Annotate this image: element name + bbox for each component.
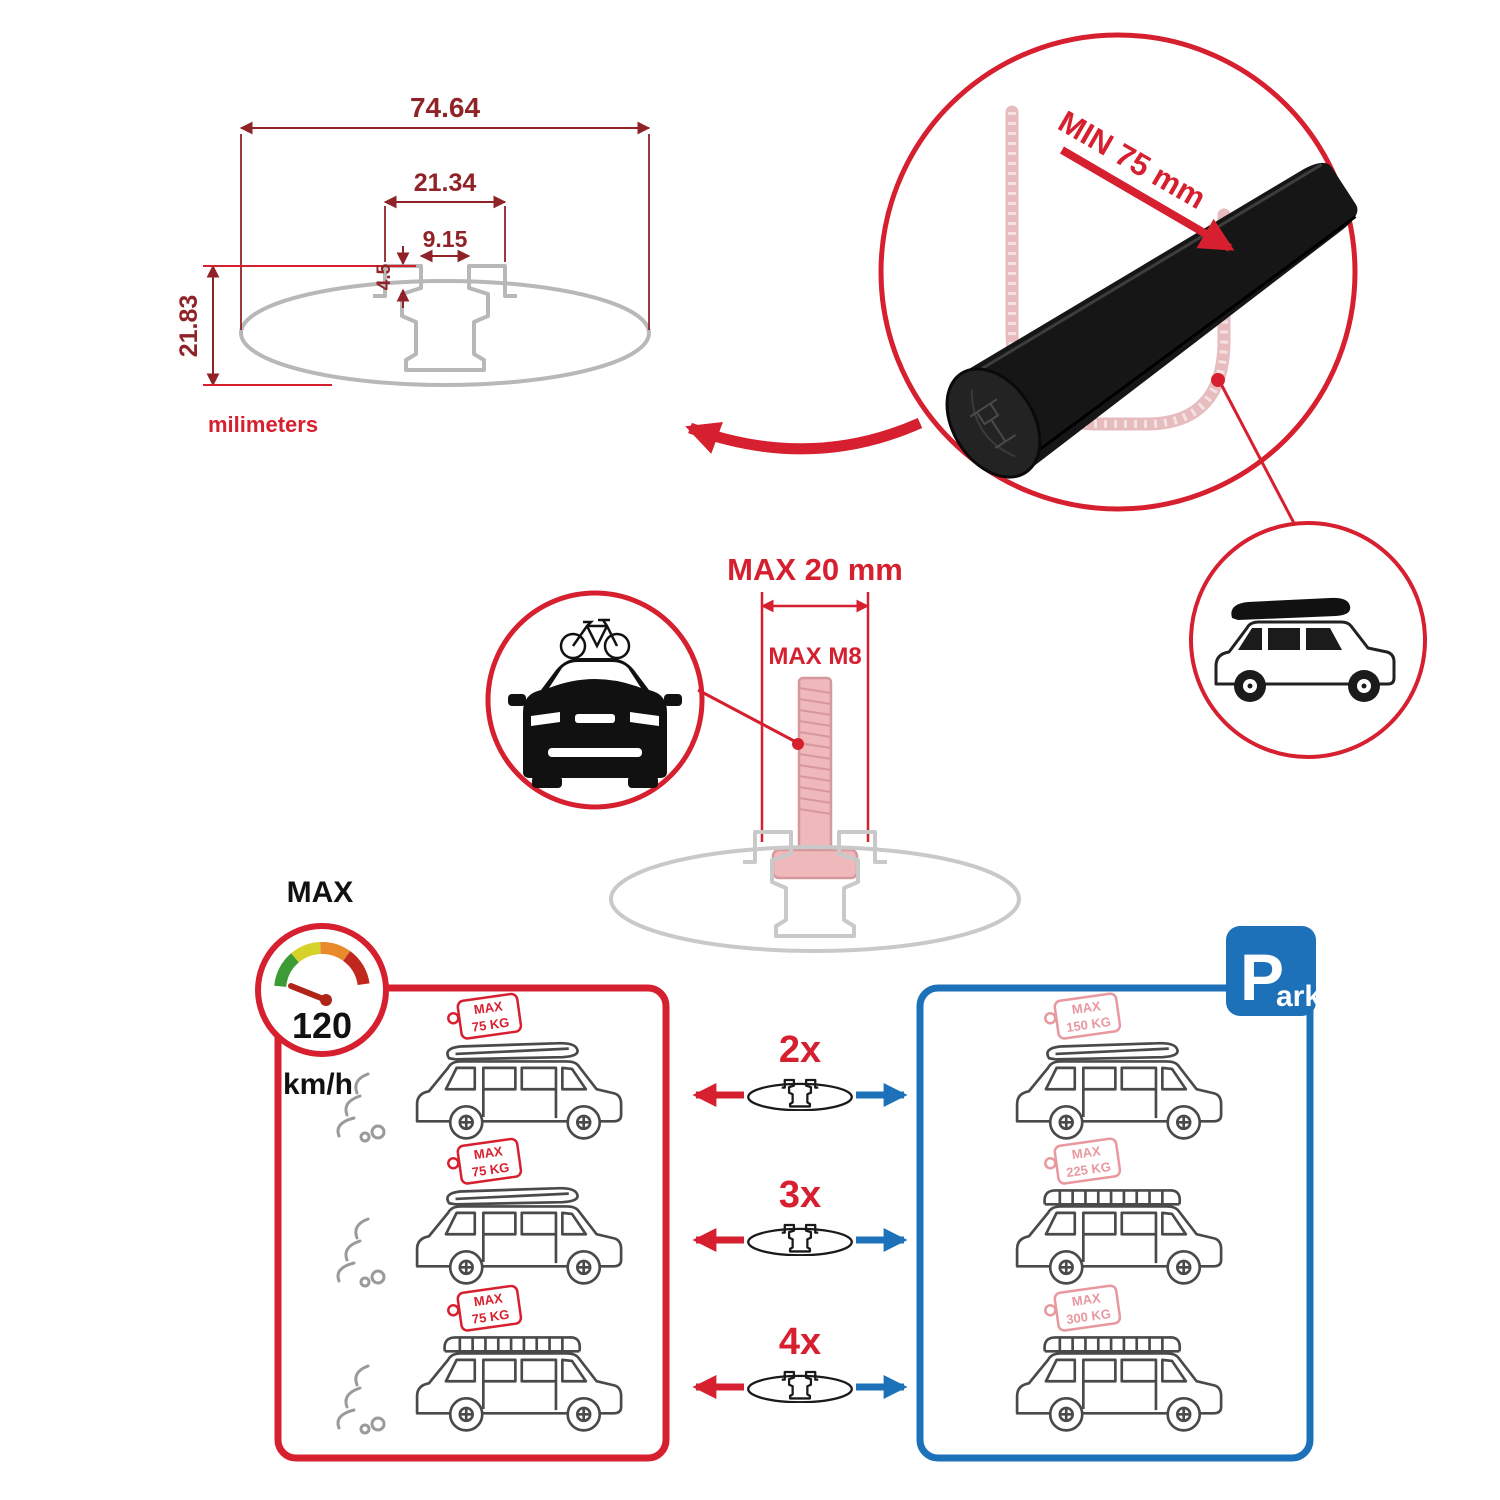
park-sign-plate	[1226, 926, 1316, 1016]
max-20mm-label: MAX 20 mm	[727, 552, 903, 587]
load-tag: MAX 75 KG	[447, 992, 523, 1040]
crossbar-oval-icon	[748, 1224, 852, 1256]
crossbar-detail-view: MIN 75 mm	[685, 32, 1358, 528]
tag-max-label: MAX	[473, 998, 504, 1017]
speed-value: 120	[292, 1005, 352, 1046]
dim-width-total: 74.64	[410, 92, 480, 123]
tag-max-label: MAX	[473, 1143, 504, 1162]
bars-count-label: 2x	[779, 1029, 821, 1071]
park-sign-letter: P	[1240, 940, 1284, 1014]
end-face-slot-icon	[969, 398, 1017, 449]
roof-box	[1231, 597, 1351, 620]
capacity-row-2x: 2x	[692, 1029, 908, 1111]
load-tag: MAX 150 KG	[1044, 992, 1122, 1040]
capacity-row-3x: 3x	[692, 1174, 908, 1256]
capacity-row-4x: 4x	[692, 1321, 908, 1403]
headlight-right	[630, 712, 659, 726]
tag-weight: 75 KG	[471, 1307, 510, 1327]
capacity-section: MAX 75 KG MAX 75 KG MAX 75 KG MAX 150 KG…	[255, 876, 1321, 1462]
gauge-needle	[288, 983, 329, 1003]
speed-max-label: MAX	[287, 876, 354, 909]
load-tag: MAX 75 KG	[447, 1284, 523, 1332]
mirror-right	[664, 694, 682, 706]
tag-weight: 225 KG	[1065, 1159, 1111, 1180]
dimension-diagram: 74.64 21.34 9.15 4.5 21.83 milimeters	[175, 92, 651, 437]
bolt-diagram: MAX 20 mm MAX M8	[485, 552, 1020, 952]
dim-slot-width: 21.34	[414, 169, 477, 197]
tag-max-label: MAX	[473, 1290, 504, 1309]
dim-height-total: 21.83	[175, 295, 203, 358]
crossbar-3d	[945, 162, 1358, 479]
tag-weight: 75 KG	[471, 1160, 510, 1180]
clamp-marker-dot	[1211, 373, 1225, 387]
crossbar-oval-icon	[748, 1371, 852, 1403]
park-sign-suffix: ark	[1276, 980, 1321, 1013]
motion-lines	[336, 1364, 386, 1435]
suv-roofbox-view	[1189, 521, 1427, 759]
tag-weight: 150 KG	[1065, 1014, 1111, 1035]
tag-weight: 75 KG	[471, 1015, 510, 1035]
dimension-lines	[203, 121, 651, 387]
bars-count-label: 4x	[779, 1321, 821, 1363]
motion-lines	[336, 1072, 386, 1143]
dim-lip-depth: 4.5	[374, 263, 395, 290]
bars-count-label: 3x	[779, 1174, 821, 1216]
tag-max-label: MAX	[1071, 1290, 1102, 1309]
detail-pointer-arrow	[685, 417, 923, 455]
mirror-left	[508, 694, 526, 706]
roofbox-leader-line	[1218, 381, 1298, 528]
bike-icon	[559, 618, 631, 660]
park-sign: P ark	[1226, 926, 1321, 1016]
dim-slot-opening: 9.15	[423, 226, 468, 252]
min-span-arrow	[1059, 146, 1235, 252]
profile-cross-section	[240, 265, 650, 386]
speedometer: MAX 120 km/h	[255, 876, 389, 1101]
bolt-dimension-lines	[760, 592, 870, 842]
crossbar-oval-icon	[748, 1079, 852, 1111]
bolt-leader-line	[697, 688, 797, 744]
car-front-illustration	[508, 658, 682, 788]
headlight-left	[531, 712, 560, 726]
load-tag: MAX 75 KG	[447, 1137, 523, 1185]
dim-units-label: milimeters	[208, 412, 318, 437]
suv-illustration	[1214, 597, 1396, 702]
load-tag: MAX 300 KG	[1044, 1284, 1122, 1332]
tag-max-label: MAX	[1071, 1143, 1102, 1162]
motion-lines	[336, 1217, 386, 1288]
tag-max-label: MAX	[1071, 998, 1102, 1017]
bolt-marker-dot	[792, 738, 804, 750]
tag-weight: 300 KG	[1065, 1306, 1111, 1327]
gauge-arc	[274, 942, 370, 988]
speed-units: km/h	[283, 1068, 353, 1101]
max-m8-label: MAX M8	[768, 643, 861, 670]
load-tag: MAX 225 KG	[1044, 1137, 1122, 1185]
